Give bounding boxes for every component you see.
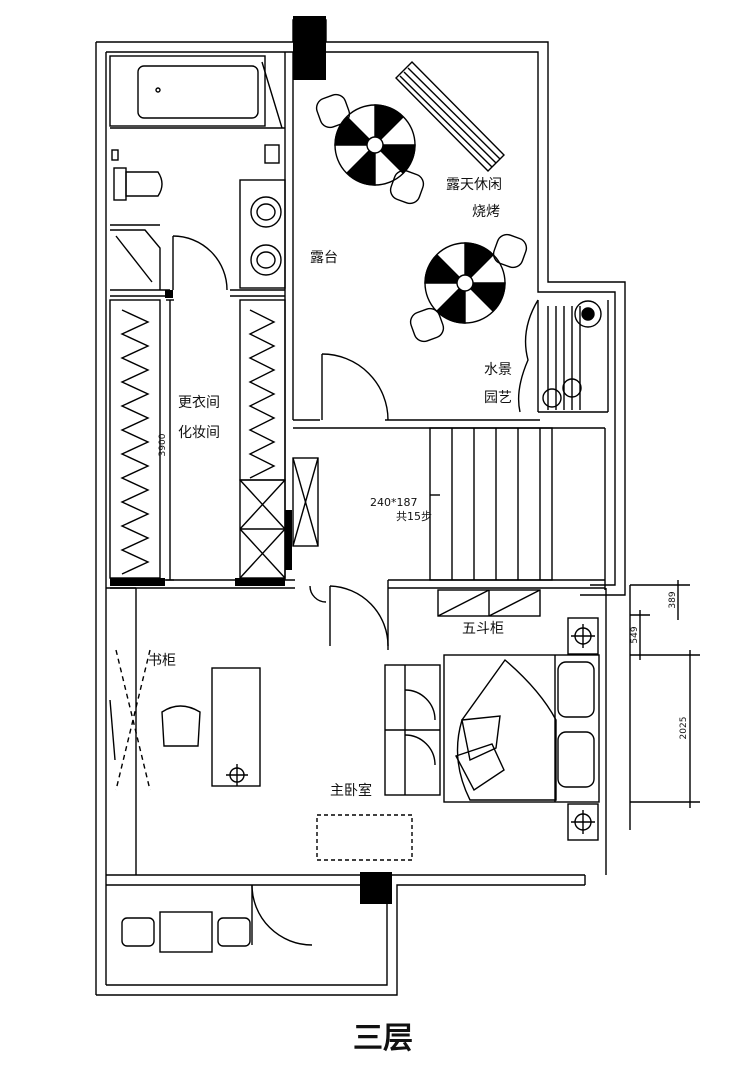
room-label-master-bedroom: 主卧室 bbox=[330, 782, 372, 799]
dimension-closet: 3900 bbox=[158, 433, 168, 456]
room-label-terrace: 露台 bbox=[310, 250, 338, 266]
basin-icon bbox=[239, 179, 286, 289]
dimension-549: 549 bbox=[630, 626, 640, 643]
cabinet-icon bbox=[292, 457, 319, 547]
door-swing-icon bbox=[321, 353, 389, 421]
door-swing-icon bbox=[172, 235, 228, 291]
stair-size-note: 240*187 bbox=[370, 496, 418, 509]
room-label-dressing: 更衣间 bbox=[178, 395, 220, 411]
bathtub-icon bbox=[109, 55, 283, 129]
balcony-table-icon bbox=[121, 911, 251, 953]
toilet-icon bbox=[111, 149, 163, 201]
shower-icon bbox=[110, 229, 161, 290]
door-swing-icon bbox=[309, 585, 389, 647]
chair-icon bbox=[161, 705, 201, 747]
room-label-outdoor-leisure: 露天休闲 bbox=[446, 177, 502, 193]
room-label-bbq: 烧烤 bbox=[472, 204, 500, 220]
dimension-2025: 2025 bbox=[679, 717, 689, 740]
nightstand-lamp-icon bbox=[567, 617, 599, 655]
chest-of-drawers-icon bbox=[437, 589, 541, 617]
umbrella-table-icon bbox=[315, 93, 425, 205]
stair-steps-note: 共15步 bbox=[396, 510, 432, 523]
staircase bbox=[429, 427, 553, 581]
sun-lounger-icon bbox=[395, 61, 505, 172]
door-swing-icon bbox=[251, 884, 313, 946]
desk-icon bbox=[211, 667, 261, 787]
bed-icon bbox=[443, 654, 600, 803]
floor-drain-icon bbox=[264, 144, 280, 164]
wardrobe-right bbox=[239, 299, 286, 579]
dimension-389: 389 bbox=[668, 591, 678, 608]
umbrella-table-icon bbox=[409, 233, 528, 343]
room-label-garden: 园艺 bbox=[484, 390, 512, 406]
wardrobe-left bbox=[109, 299, 161, 579]
room-label-chest: 五斗柜 bbox=[462, 621, 504, 637]
room-label-water: 水景 bbox=[484, 362, 512, 378]
sofa-icon bbox=[384, 664, 441, 796]
coffee-table-icon bbox=[316, 814, 413, 861]
dimension-line bbox=[166, 299, 174, 581]
outer-walls bbox=[95, 19, 626, 996]
room-label-makeup: 化妆间 bbox=[178, 425, 220, 441]
interior-walls bbox=[110, 52, 609, 875]
room-label-bookcase: 书柜 bbox=[148, 653, 176, 669]
bookcase-icon bbox=[106, 587, 151, 875]
structural-columns bbox=[110, 16, 392, 904]
floor-title: 三层 bbox=[353, 1021, 413, 1056]
nightstand-lamp-icon bbox=[567, 803, 599, 841]
dimension-lines bbox=[629, 580, 700, 830]
water-garden bbox=[517, 299, 602, 413]
